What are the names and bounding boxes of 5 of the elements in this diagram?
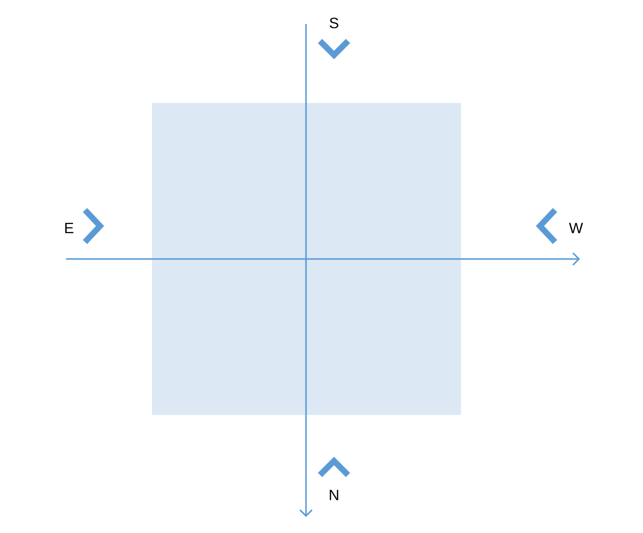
shaded-square — [152, 103, 461, 415]
compass-letter: N — [330, 490, 338, 500]
compass-letter: S — [330, 18, 338, 28]
compass-letter: E — [65, 222, 74, 234]
compass-letter: W — [569, 222, 583, 234]
